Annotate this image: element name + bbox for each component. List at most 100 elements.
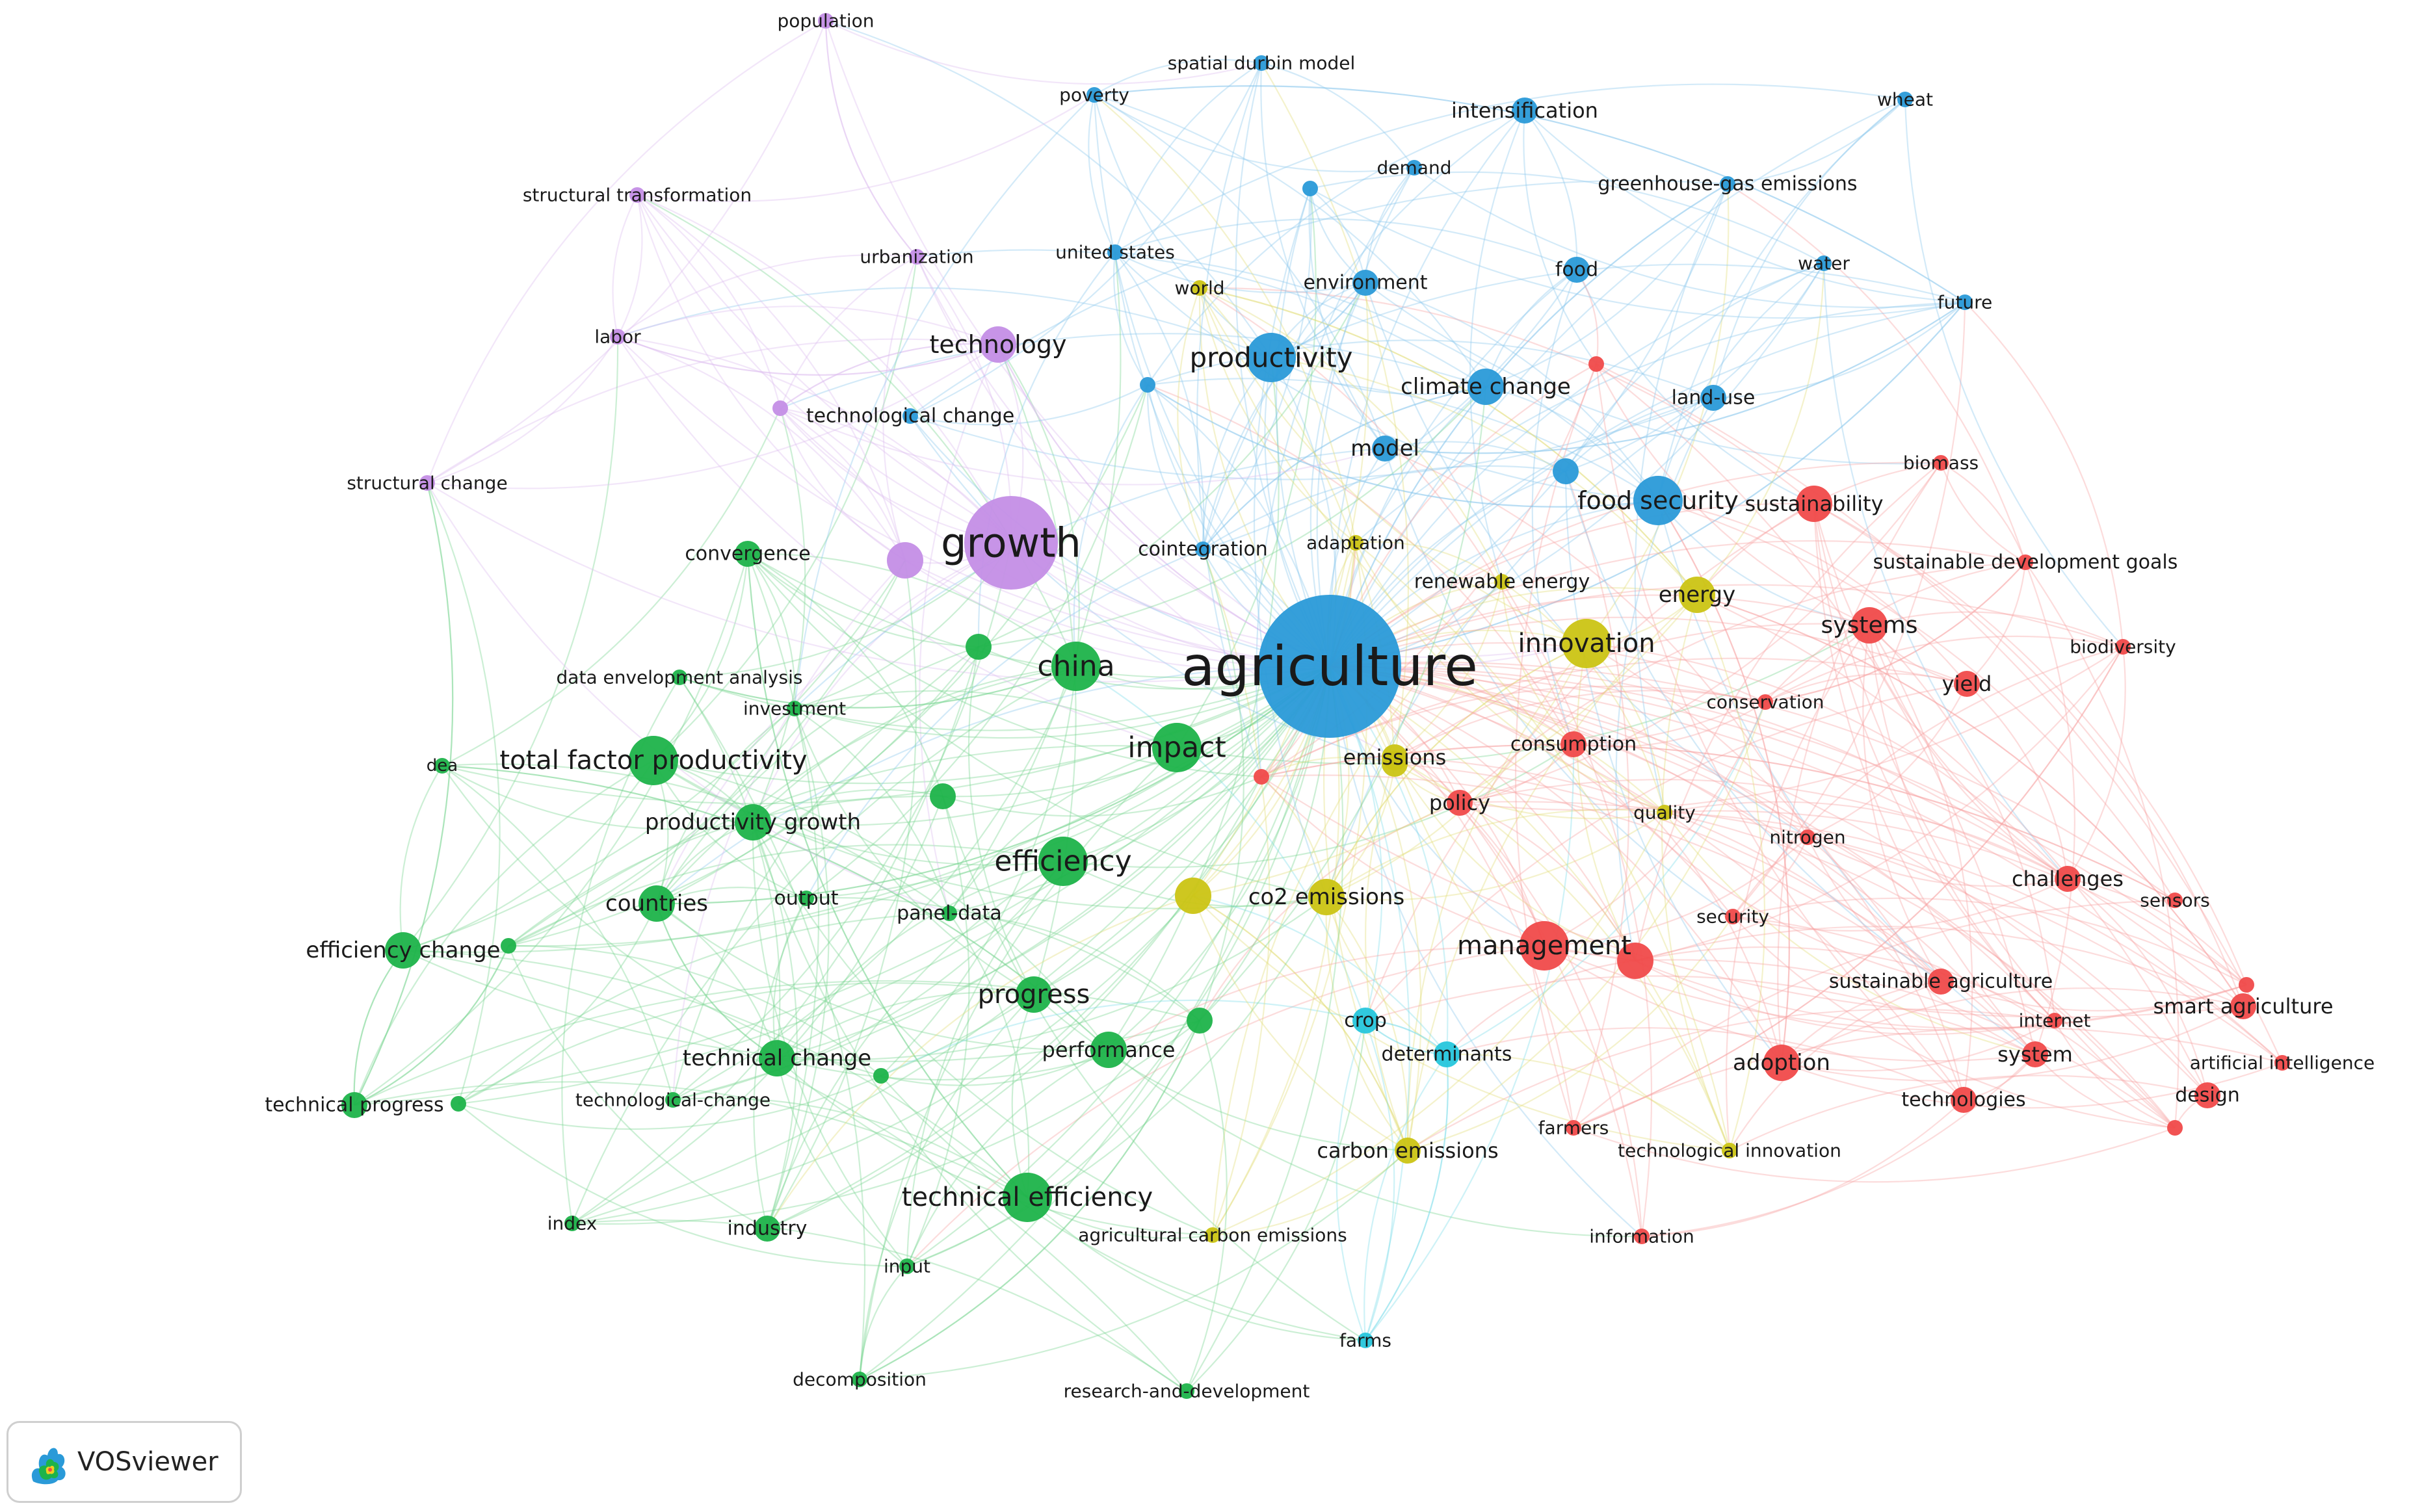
node-population[interactable]	[818, 13, 834, 29]
node-farmers[interactable]	[1566, 1120, 1581, 1136]
node-information[interactable]	[1634, 1229, 1650, 1244]
node-unlabeled[interactable]	[1254, 769, 1269, 785]
node-technical-change[interactable]	[759, 1040, 795, 1076]
node-policy[interactable]	[1447, 790, 1473, 816]
node-demand[interactable]	[1406, 160, 1422, 176]
node-smart-agriculture[interactable]	[2230, 993, 2256, 1019]
node-total-factor-productivity[interactable]	[629, 736, 678, 785]
node-index[interactable]	[564, 1216, 580, 1231]
node-agricultural-carbon-emissions[interactable]	[1205, 1227, 1220, 1243]
node-unlabeled[interactable]	[2167, 1120, 2183, 1136]
node-model[interactable]	[1372, 436, 1398, 462]
node-land-use[interactable]	[1700, 385, 1726, 411]
node-industry[interactable]	[754, 1216, 780, 1242]
node-greenhouse-gas-emissions[interactable]	[1720, 176, 1735, 192]
node-determinants[interactable]	[1434, 1041, 1460, 1067]
node-growth[interactable]	[964, 496, 1058, 590]
node-convergence[interactable]	[735, 541, 761, 567]
node-water[interactable]	[1816, 255, 1832, 271]
node-yield[interactable]	[1954, 671, 1980, 697]
node-sensors[interactable]	[2167, 893, 2183, 908]
node-co2-emissions[interactable]	[1308, 879, 1345, 915]
node-unlabeled[interactable]	[1617, 943, 1653, 979]
node-nitrogen[interactable]	[1800, 829, 1815, 845]
node-unlabeled[interactable]	[501, 938, 516, 954]
node-input[interactable]	[899, 1258, 915, 1274]
node-technology[interactable]	[980, 326, 1016, 363]
node-management[interactable]	[1520, 921, 1569, 971]
node-unlabeled[interactable]	[1175, 878, 1211, 914]
node-environment[interactable]	[1352, 270, 1378, 296]
node-dea[interactable]	[434, 758, 450, 774]
node-efficiency-change[interactable]	[385, 932, 421, 969]
node-research-and-development[interactable]	[1179, 1383, 1194, 1399]
node-challenges[interactable]	[2055, 866, 2081, 892]
node-climate-change[interactable]	[1468, 369, 1504, 405]
node-unlabeled[interactable]	[772, 400, 788, 416]
node-crop[interactable]	[1352, 1008, 1378, 1034]
node-sustainability[interactable]	[1796, 486, 1832, 522]
node-technologies[interactable]	[1951, 1087, 1977, 1113]
node-unlabeled[interactable]	[966, 634, 992, 660]
node-urbanization[interactable]	[909, 249, 925, 265]
node-spatial-durbin-model[interactable]	[1254, 55, 1269, 71]
node-unlabeled[interactable]	[1553, 458, 1579, 484]
node-cointegration[interactable]	[1195, 541, 1211, 557]
node-efficiency[interactable]	[1038, 837, 1088, 886]
node-biodiversity[interactable]	[2115, 639, 2131, 655]
node-structural-change[interactable]	[419, 475, 435, 491]
node-conservation[interactable]	[1757, 694, 1773, 710]
node-productivity[interactable]	[1246, 333, 1296, 382]
node-performance[interactable]	[1090, 1032, 1127, 1068]
node-technical-progress[interactable]	[341, 1092, 367, 1118]
node-countries[interactable]	[638, 885, 675, 922]
node-unlabeled[interactable]	[2239, 977, 2254, 993]
node-decomposition[interactable]	[852, 1372, 867, 1387]
node-impact[interactable]	[1152, 723, 1202, 772]
node-china[interactable]	[1051, 642, 1101, 691]
node-unlabeled[interactable]	[1140, 377, 1155, 393]
node-productivity-growth[interactable]	[735, 804, 771, 841]
node-energy[interactable]	[1679, 577, 1715, 613]
node-unlabeled[interactable]	[451, 1096, 466, 1112]
node-renewable-energy[interactable]	[1494, 574, 1510, 590]
node-farms[interactable]	[1358, 1333, 1373, 1348]
node-poverty[interactable]	[1086, 87, 1102, 103]
node-labor[interactable]	[610, 329, 625, 345]
node-sustainable-development-goals[interactable]	[2018, 554, 2033, 570]
node-food-security[interactable]	[1633, 476, 1683, 525]
node-panel-data[interactable]	[941, 906, 957, 921]
node-consumption[interactable]	[1560, 731, 1586, 757]
node-technological-change[interactable]	[902, 408, 918, 424]
node-adaptation[interactable]	[1348, 535, 1363, 551]
node-adoption[interactable]	[1763, 1045, 1800, 1081]
node-unlabeled[interactable]	[887, 542, 923, 579]
node-technological-change[interactable]	[665, 1092, 681, 1108]
node-unlabeled[interactable]	[1382, 751, 1408, 777]
node-united-states[interactable]	[1107, 244, 1123, 260]
node-wheat[interactable]	[1897, 92, 1913, 107]
node-future[interactable]	[1957, 294, 1973, 310]
node-security[interactable]	[1725, 909, 1741, 924]
node-sustainable-agriculture[interactable]	[1928, 969, 1954, 995]
node-design[interactable]	[2194, 1082, 2220, 1108]
node-system[interactable]	[2022, 1041, 2048, 1067]
node-unlabeled[interactable]	[1588, 356, 1604, 372]
node-unlabeled[interactable]	[1187, 1008, 1213, 1034]
node-structural-transformation[interactable]	[629, 187, 645, 203]
node-unlabeled[interactable]	[873, 1068, 889, 1084]
node-technological-innovation[interactable]	[1722, 1143, 1737, 1158]
node-internet[interactable]	[2047, 1013, 2062, 1028]
node-data-envelopment-analysis[interactable]	[672, 670, 687, 685]
node-quality[interactable]	[1657, 805, 1672, 820]
node-agriculture[interactable]	[1258, 595, 1401, 738]
node-biomass[interactable]	[1933, 455, 1949, 471]
node-progress[interactable]	[1016, 976, 1052, 1013]
node-unlabeled[interactable]	[930, 783, 956, 809]
node-systems[interactable]	[1851, 607, 1888, 644]
node-technical-efficiency[interactable]	[1003, 1173, 1052, 1222]
node-world[interactable]	[1192, 280, 1207, 296]
node-carbon-emissions[interactable]	[1395, 1138, 1421, 1164]
node-food[interactable]	[1564, 257, 1590, 283]
node-unlabeled[interactable]	[1302, 181, 1318, 196]
